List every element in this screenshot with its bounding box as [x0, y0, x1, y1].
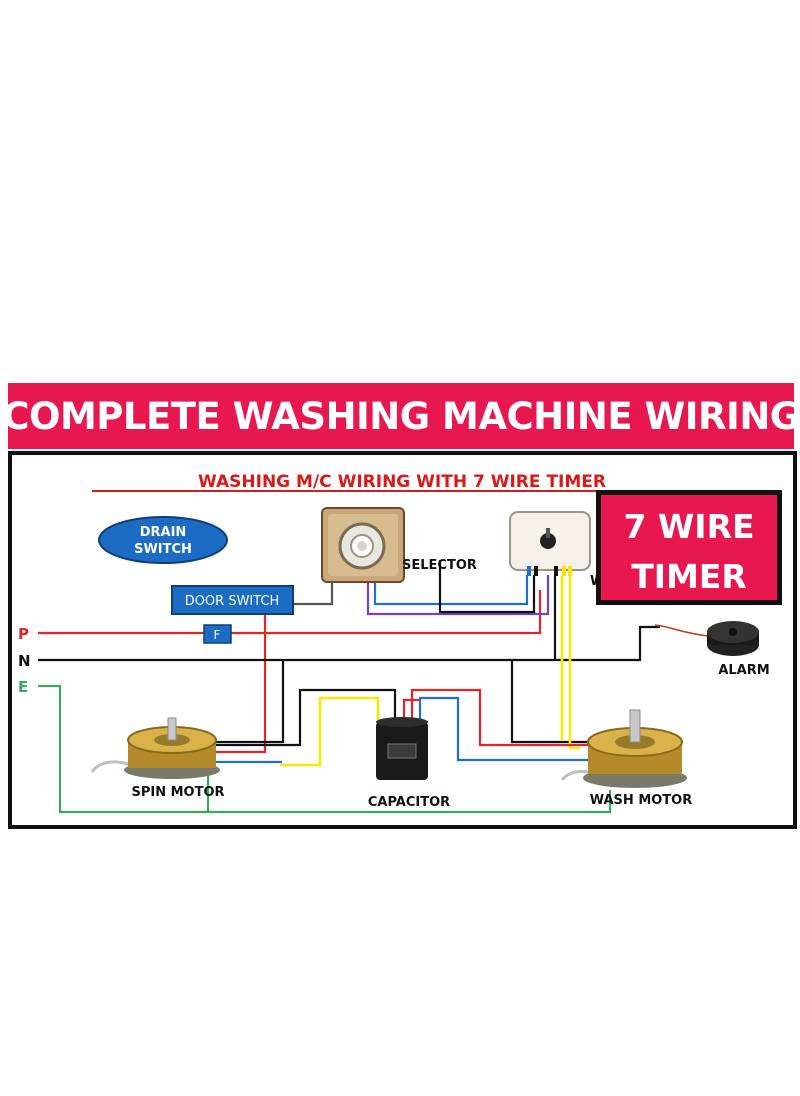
fuse-label: F [214, 628, 221, 642]
capacitor-label: CAPACITOR [368, 795, 450, 810]
timer-device [509, 511, 591, 576]
selector-switch [321, 507, 405, 583]
live-to-spin-motor [205, 633, 267, 754]
alarm-buzzer [707, 621, 759, 656]
neutral-to-spin [205, 660, 285, 744]
main-title: COMPLETE WASHING MACHINE WIRING [8, 394, 794, 438]
neutral-wire [38, 625, 660, 662]
terminal-e: E [18, 678, 28, 696]
drain-switch: DRAIN SWITCH [98, 516, 228, 564]
cap-red-short [402, 698, 420, 722]
spin-motor-label: SPIN MOTOR [131, 785, 224, 800]
wash-motor-label: WASH MOTOR [590, 793, 693, 808]
alarm-label: ALARM [718, 663, 769, 678]
selector-purple-link [366, 575, 550, 616]
wires [38, 560, 709, 814]
terminal-n: N [18, 652, 31, 670]
main-title-banner: COMPLETE WASHING MACHINE WIRING [8, 383, 794, 449]
selector-to-door-switch [293, 575, 334, 606]
timer-yellow-2 [568, 575, 580, 750]
wash-motor [560, 709, 687, 788]
badge-line2: TIMER [631, 557, 747, 596]
earth-wire [38, 684, 612, 814]
terminal-p: P [18, 625, 29, 643]
diagram-subtitle: WASHING M/C WIRING WITH 7 WIRE TIMER [198, 472, 606, 492]
spin-to-capacitor-black [205, 688, 397, 747]
selector-black-link [438, 560, 536, 614]
spin-to-capacitor-yellow [280, 696, 380, 767]
door-switch: DOOR SWITCH [171, 585, 294, 615]
spin-motor [90, 717, 220, 779]
live-wire [38, 590, 542, 635]
selector-blue-link [373, 575, 529, 606]
drain-switch-line1: DRAIN [140, 525, 187, 540]
capacitor [376, 717, 428, 780]
neutral-to-wash [510, 660, 590, 744]
drain-switch-line2: SWITCH [134, 542, 192, 557]
seven-wire-timer-badge: 7 WIRE TIMER [596, 490, 782, 605]
selector-label: SELECTOR [402, 558, 477, 573]
cap-blue-link [418, 696, 590, 762]
fuse: F [203, 624, 232, 644]
door-switch-label: DOOR SWITCH [185, 594, 280, 609]
alarm-lead [654, 624, 709, 637]
badge-line1: 7 WIRE [623, 507, 754, 546]
